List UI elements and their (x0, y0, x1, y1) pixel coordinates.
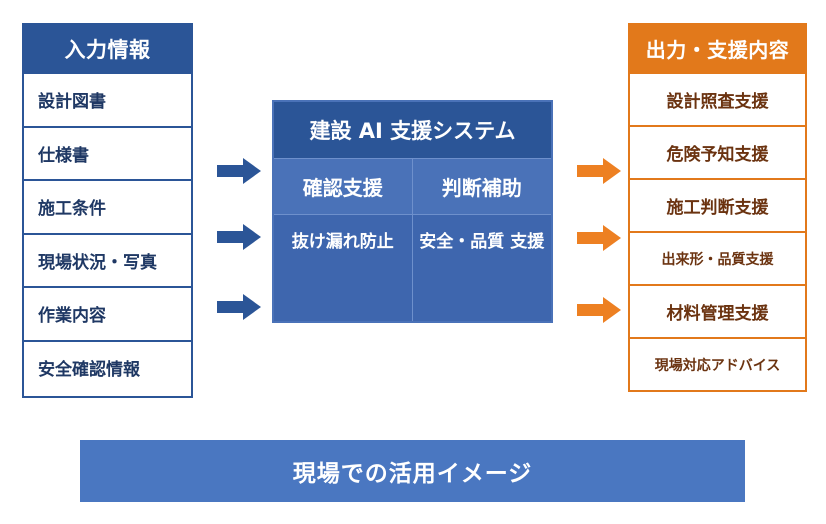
input-item-label: 安全確認情報 (38, 359, 140, 380)
system-panel: 建設 AI 支援システム 確認支援 判断補助 抜け漏れ防止 安全・品質 支援 (272, 100, 553, 323)
input-item-safety-confirmation: 安全確認情報 (24, 339, 191, 393)
input-item-work-content: 作業内容 (24, 286, 191, 340)
system-function-label: 判断補助 (441, 176, 522, 200)
input-item-site-status-photos: 現場状況・写真 (24, 232, 191, 286)
arrow-output-3-icon (577, 297, 621, 323)
output-item-construction-decision-support: 施工判断支援 (630, 178, 805, 231)
arrow-input-2-icon (217, 224, 261, 250)
output-item-label: 危険予知支援 (666, 145, 769, 165)
system-function-check-support: 確認支援 (274, 159, 413, 215)
bottom-banner-label: 現場での活用イメージ (292, 461, 533, 487)
input-item-design-documents: 設計図書 (24, 72, 191, 126)
output-item-design-review-support: 設計照査支援 (630, 72, 805, 125)
output-item-label: 出来形・品質支援 (661, 251, 774, 268)
output-item-dimension-quality-support: 出来形・品質支援 (630, 231, 805, 284)
system-panel-grid: 確認支援 判断補助 抜け漏れ防止 安全・品質 支援 (274, 159, 551, 321)
input-item-label: 現場状況・写真 (38, 252, 157, 273)
output-panel-header: 出力・支援内容 (630, 25, 805, 72)
arrow-output-2-icon (577, 225, 621, 251)
output-item-label: 材料管理支援 (666, 304, 769, 324)
output-item-label: 現場対応アドバイス (654, 357, 781, 374)
bottom-banner: 現場での活用イメージ (80, 440, 745, 502)
arrow-input-3-icon (217, 294, 261, 320)
system-benefit-label: 抜け漏れ防止 (291, 232, 394, 252)
arrow-input-1-icon (217, 158, 261, 184)
input-item-specifications: 仕様書 (24, 125, 191, 179)
input-item-label: 仕様書 (38, 145, 89, 166)
system-benefit-safety-quality-support: 安全・品質 支援 (412, 215, 551, 321)
output-item-label: 施工判断支援 (666, 198, 769, 218)
output-panel: 出力・支援内容 設計照査支援 危険予知支援 施工判断支援 出来形・品質支援 材料… (628, 23, 807, 392)
system-function-label: 確認支援 (302, 176, 383, 200)
input-item-label: 設計図書 (38, 92, 106, 113)
system-panel-title: 建設 AI 支援システム (274, 102, 551, 159)
output-item-label: 設計照査支援 (666, 92, 769, 112)
system-benefit-omission-prevention: 抜け漏れ防止 (274, 215, 413, 321)
output-item-site-response-advice: 現場対応アドバイス (630, 337, 805, 390)
output-item-material-management-support: 材料管理支援 (630, 284, 805, 337)
input-item-label: 作業内容 (38, 306, 106, 327)
arrow-output-1-icon (577, 158, 621, 184)
system-function-decision-support: 判断補助 (412, 159, 551, 215)
system-benefit-label: 安全・品質 支援 (419, 232, 545, 252)
input-panel-header: 入力情報 (24, 25, 191, 72)
input-item-label: 施工条件 (38, 199, 106, 220)
input-item-construction-conditions: 施工条件 (24, 179, 191, 233)
input-panel: 入力情報 設計図書 仕様書 施工条件 現場状況・写真 作業内容 安全確認情報 (22, 23, 193, 398)
output-item-hazard-prediction-support: 危険予知支援 (630, 125, 805, 178)
